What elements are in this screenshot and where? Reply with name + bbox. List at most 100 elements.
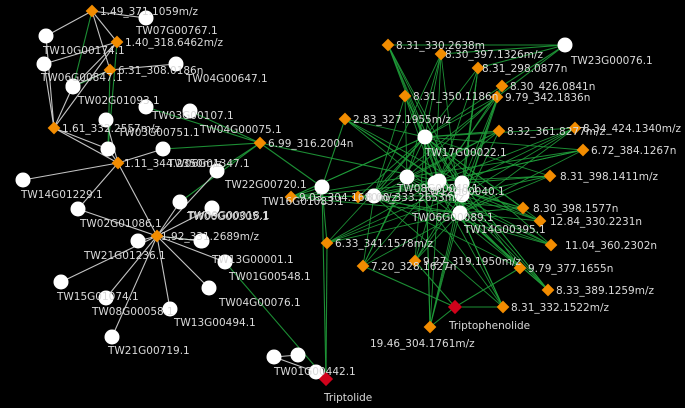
gene-node [366,188,382,204]
compound-label: 1.40_318.6462m/z [125,37,223,49]
gene-label: TW22G00720.1 [224,179,307,191]
edge-white [117,148,164,164]
edge-green [459,127,576,214]
compound-node [543,169,557,183]
compound-node [544,238,558,252]
edge-green [424,136,584,151]
edge-green [362,265,456,308]
gene-node [36,56,52,72]
edge-green [429,180,440,328]
compound-label: 8.31_350.1186n [413,91,498,103]
compound-node [320,236,334,250]
edge-green [344,118,463,184]
edge-green [424,136,552,246]
compound-node [423,320,437,334]
compound-label: 1.49_371.1059m/z [100,6,198,18]
edge-white [91,10,147,19]
compound-node [351,190,365,204]
edge-white [43,63,55,129]
edge-white [53,41,118,129]
compound-node [284,190,298,204]
compound-label: 8.31_298.0877n [482,63,567,75]
edge-white [105,235,158,299]
gene-label: TW06G00305.1 [186,211,269,223]
edge-green [459,212,552,246]
compound-label: 9.03_304.1680m/z [299,192,397,204]
gene-node [65,79,81,95]
edge-green [162,142,261,150]
gene-node [201,280,217,296]
gene-node [38,28,54,44]
compound-node [85,4,99,18]
gene-node [162,301,178,317]
edge-white [53,127,109,150]
edge-green [107,69,111,150]
gene-node [266,349,282,365]
compound-label: 8.30_397.1326m/z [445,49,543,61]
gene-label: TW15G01074.1 [56,291,139,303]
compound-label: 8.30_398.1577n [533,203,618,215]
gene-node [314,179,330,195]
gene-label: TW17G00022.1 [424,147,507,159]
gene-node [308,364,324,380]
gene-node [98,112,114,128]
edge-white [91,10,111,71]
edge-green [72,10,93,88]
compound-label: 9.79_342.1836n [505,92,590,104]
edge-green [459,212,549,291]
compound-node [356,259,370,273]
compound-node [495,79,509,93]
edge-green [406,176,504,308]
gene-label: TW02G01086.1 [79,218,162,230]
edge-green [414,212,461,262]
gene-node [217,254,233,270]
compound-node [338,112,352,126]
edge-green [461,127,576,184]
gene-label: TW09G00018.1 [187,210,270,222]
edge-green [373,195,504,308]
edge-green [406,96,498,178]
product-label: Triptophenolide [448,320,530,332]
compound-label: 8.00_333.2653m/z [366,192,464,204]
compound-label: 8.30_426.0841n [510,81,595,93]
edge-green [438,180,541,222]
gene-label: TW14G00395.1 [463,224,546,236]
edge-green [459,149,584,214]
edge-green [259,142,323,188]
gene-node [70,201,86,217]
edge-green [373,195,524,209]
compound-label: 1.92_331.2689m/z [161,231,259,243]
gene-label: TW07G00767.1 [135,25,218,37]
compound-label: 8.32_361.8277m/z [507,126,605,138]
gene-label: TW01G00442.1 [273,366,356,378]
edge-green [326,182,463,244]
gene-label: TW21G00719.1 [107,345,190,357]
gene-label: TW06G00089.1 [411,212,494,224]
edge-green [290,136,426,198]
edge-green [461,194,549,291]
compound-node [434,47,448,61]
edge-white [156,235,210,289]
compound-label: 8.31_330.2638m [396,40,485,52]
gene-node [104,329,120,345]
compound-label: 6.31_308.0186n [118,65,203,77]
gene-node [417,129,433,145]
gene-label: TW06G01347.1 [167,158,250,170]
edge-white [53,127,119,164]
compound-label: 6.72_384.1267n [591,145,676,157]
gene-label: TW13G00001.1 [211,254,294,266]
compound-node [490,90,504,104]
edge-green [189,110,261,144]
gene-label: TW04G00647.1 [185,73,268,85]
gene-node [138,10,154,26]
gene-label: TW13G00494.1 [173,317,256,329]
gene-label: TW14G01229.1 [20,189,103,201]
edge-green [434,182,524,209]
edge-green [325,242,328,380]
compound-label: 2.83_327.1955m/z [353,114,451,126]
edge-green [344,118,461,214]
compound-label: 1.61_332.2557m/z [62,123,160,135]
edge-green [321,118,346,188]
gene-node [454,175,470,191]
